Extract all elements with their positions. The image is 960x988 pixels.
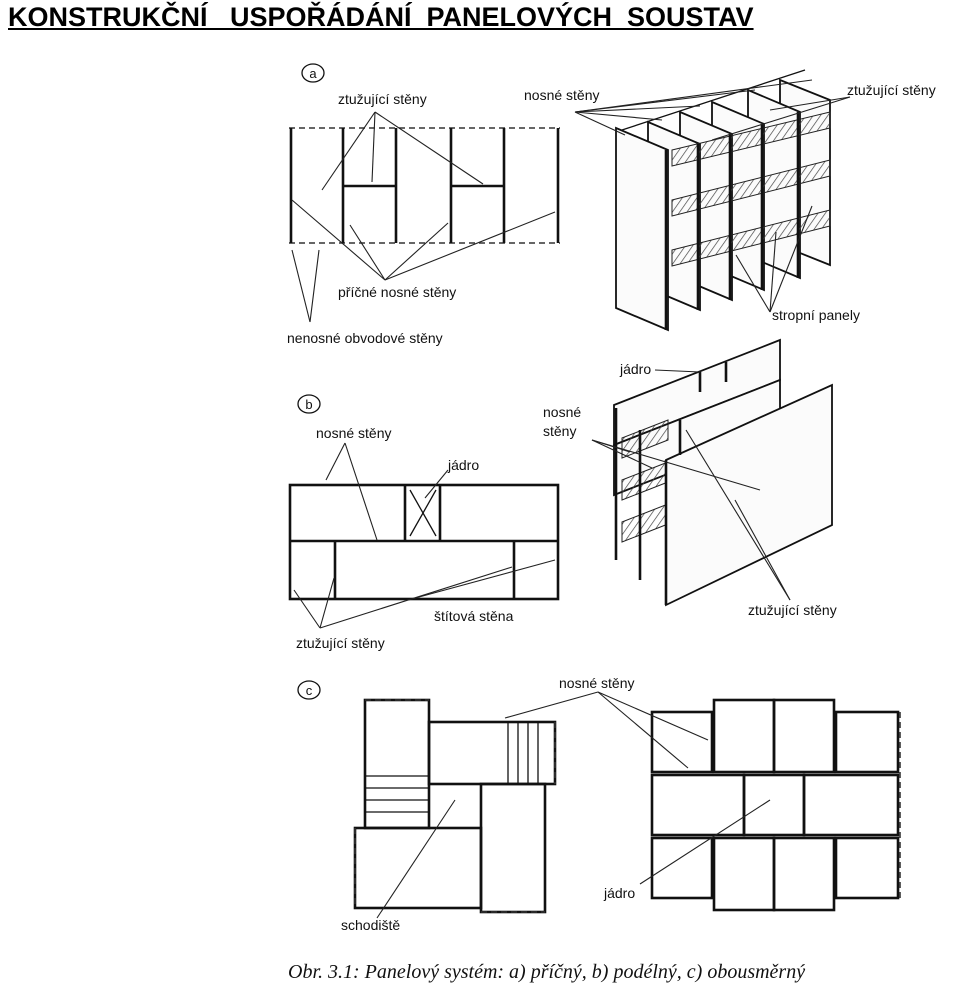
page-title: KONSTRUKČNÍ USPOŘÁDÁNÍ PANELOVÝCH SOUSTA…: [8, 2, 754, 32]
label-c-jadro: jádro: [603, 885, 635, 901]
label-a-nenosne-obvodove: nenosné obvodové stěny: [287, 330, 443, 346]
section-b: b nosné stěny jádro štítová stěna ztužuj…: [288, 338, 837, 651]
section-a-floor-plan: [289, 127, 560, 244]
label-a-ztuzujici-3d: ztužující stěny: [847, 82, 936, 98]
section-b-3d-structure: [613, 338, 833, 607]
section-c-grid-plan: [650, 698, 901, 912]
section-c-stair-plan: [353, 698, 557, 914]
section-b-floor-plan: [288, 483, 560, 601]
section-a-plan-leaders: [291, 111, 556, 323]
section-c-marker: c: [297, 680, 321, 700]
label-b-jadro-plan: jádro: [447, 457, 479, 473]
svg-text:a: a: [309, 66, 317, 81]
label-b-stitova: štítová stěna: [434, 608, 514, 624]
label-b-jadro-3d: jádro: [619, 361, 651, 377]
label-b-nosne-plan: nosné stěny: [316, 425, 392, 441]
label-c-nosne: nosné stěny: [559, 675, 635, 691]
section-a: a ztužující stěny příčné nos: [287, 63, 936, 346]
label-c-schodiste: schodiště: [341, 917, 400, 933]
label-a-pricne-nosne: příčné nosné stěny: [338, 284, 456, 300]
label-b-nosne-3d-line2: stěny: [543, 423, 576, 439]
section-a-3d-leaders: [574, 79, 851, 313]
svg-text:c: c: [306, 683, 313, 698]
section-a-3d-structure: [615, 69, 831, 332]
section-b-marker: b: [297, 394, 321, 414]
label-a-stropni-panely: stropní panely: [772, 307, 860, 323]
section-b-plan-leaders: [293, 442, 556, 629]
label-b-ztuzujici-3d: ztužující stěny: [748, 602, 837, 618]
section-b-3d-leaders: [591, 369, 791, 601]
svg-text:b: b: [305, 397, 312, 412]
section-a-marker: a: [301, 63, 325, 83]
figure-caption: Obr. 3.1: Panelový systém: a) příčný, b)…: [288, 961, 805, 983]
label-b-nosne-3d-line1: nosné: [543, 404, 581, 420]
section-c: c: [297, 675, 901, 933]
label-a-ztuzujici-plan: ztužující stěny: [338, 91, 427, 107]
section-c-leaders: [376, 691, 771, 919]
label-b-ztuzujici-plan: ztužující stěny: [296, 635, 385, 651]
label-a-nosne-3d: nosné stěny: [524, 87, 600, 103]
